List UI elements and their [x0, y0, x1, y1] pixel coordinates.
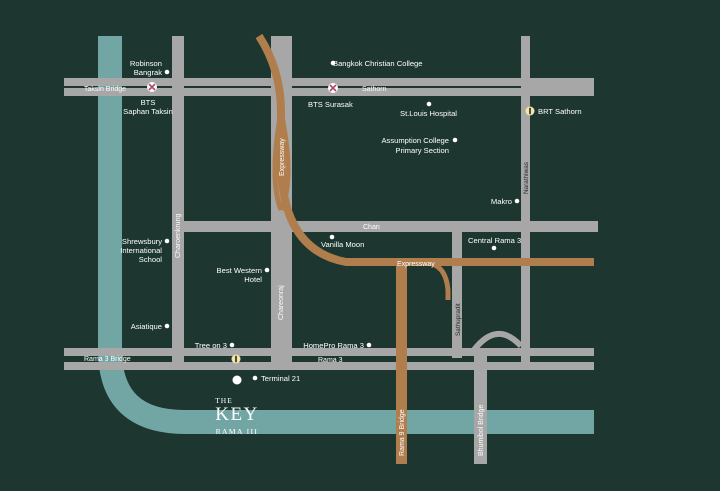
label-rama9-bridge: Rama 9 Bridge — [399, 409, 406, 456]
logo-the: THE — [215, 396, 233, 405]
poi-dot-icon — [264, 267, 270, 273]
poi-dot-icon — [329, 234, 335, 240]
place-st-louis-hospital: St.Louis Hospital — [400, 109, 457, 118]
place-makro: Makro — [491, 197, 512, 206]
poi-dot-icon — [164, 69, 170, 75]
label-expressway-east: Expressway — [397, 261, 435, 268]
road-sathupradit — [452, 232, 462, 358]
place-vanilla-moon: Vanilla Moon — [321, 240, 364, 249]
poi-dot-icon — [366, 342, 372, 348]
poi-dot-icon — [452, 137, 458, 143]
poi-dots — [164, 60, 520, 381]
label-expressway-north: Expressway — [279, 138, 286, 176]
logo-key: KEY — [215, 404, 259, 425]
label-taksin-bridge: Taksin Bridge — [84, 86, 126, 93]
expressway-ramp-east — [278, 111, 291, 212]
poi-dot-icon — [514, 198, 520, 204]
logo-rama-iii: RAMA III — [216, 427, 259, 436]
road-bhumibol-bridge — [474, 348, 487, 464]
brt-station-icon — [231, 354, 241, 364]
road-rama9-bridge — [396, 264, 407, 464]
label-rama3-bridge: Rama 3 Bridge — [84, 356, 131, 363]
project-location-icon — [232, 375, 242, 385]
poi-dot-icon — [164, 238, 170, 244]
poi-dot-icon — [426, 101, 432, 107]
label-rama3: Rama 3 — [318, 357, 343, 364]
road-narathiwas — [521, 36, 530, 366]
poi-dot-icon — [252, 375, 258, 381]
bts-station-icon — [147, 82, 157, 92]
road-sathorn-east — [530, 78, 594, 96]
bts-station-icon — [328, 83, 338, 93]
place-bangkok-christian-college: Bangkok Christian College — [333, 59, 423, 68]
label-charoenkrung: Charoenkrung — [175, 214, 182, 258]
road-sathorn — [64, 88, 594, 96]
brt-station-icon — [525, 106, 535, 116]
label-sathupradit: Sathupradit — [455, 303, 462, 336]
place-central-rama-3: Central Rama 3 — [468, 236, 521, 245]
road-chan — [172, 221, 598, 232]
road-rama3-north — [64, 348, 594, 356]
label-narathiwas: Narathiwas — [523, 162, 530, 194]
place-brt-sathorn: BRT Sathorn — [538, 107, 582, 116]
place-asiatique: Asiatique — [131, 322, 162, 331]
label-sathorn: Sathorn — [362, 86, 387, 93]
road-taksin-bridge — [64, 78, 594, 86]
river — [98, 36, 594, 434]
road-charoenkrung — [172, 36, 184, 362]
place-terminal-21: Terminal 21 — [261, 374, 300, 383]
expressway-ramp-sathupradit — [431, 261, 451, 300]
place-tree-on-3: Tree on 3 — [195, 341, 227, 350]
road-rama3-south — [64, 362, 594, 370]
expressway-ramp-west — [272, 111, 284, 211]
expressway-main — [255, 33, 594, 266]
poi-dot-icon — [229, 342, 235, 348]
poi-dot-icon — [330, 60, 336, 66]
place-homepro-rama-3: HomePro Rama 3 — [303, 341, 364, 350]
expressway — [255, 33, 594, 300]
poi-dot-icon — [164, 323, 170, 329]
label-bhumibol-bridge: Bhumibol Bridge — [478, 405, 485, 456]
label-chareonraj: Chareonraj — [278, 285, 285, 320]
road-interchange-loop — [471, 330, 524, 352]
road-network — [64, 36, 598, 464]
place-bts-surasak: BTS Surasak — [308, 100, 353, 109]
poi-dot-icon — [491, 245, 497, 251]
label-chan: Chan — [363, 224, 380, 231]
